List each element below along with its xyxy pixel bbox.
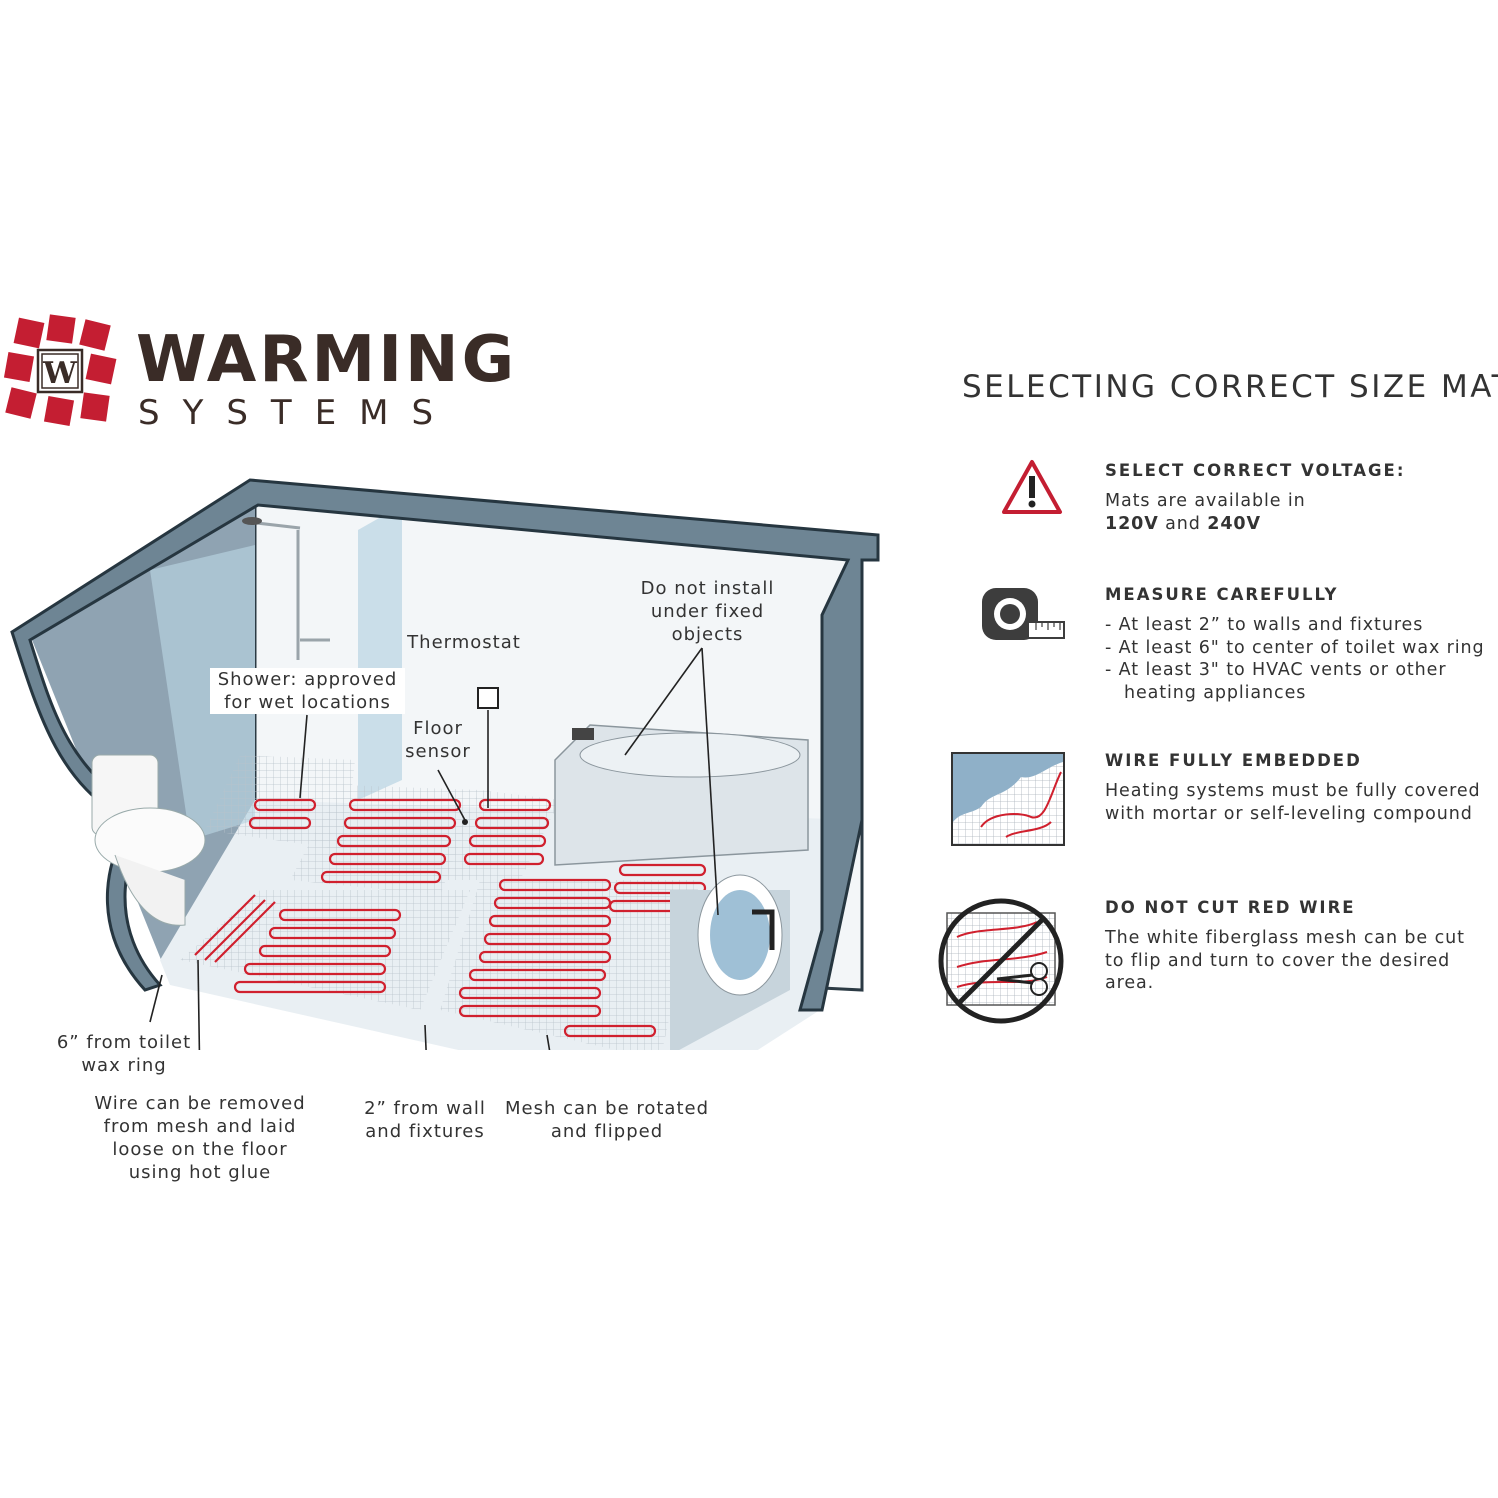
voltage-240: 240V xyxy=(1207,513,1261,534)
info-embedded-heading: WIRE FULLY EMBEDDED xyxy=(1105,751,1362,770)
brand-subtitle: SYSTEMS xyxy=(138,393,457,433)
warning-triangle-icon xyxy=(1002,460,1062,514)
embedded-wire-icon xyxy=(951,752,1065,846)
brand-logo-letter: W xyxy=(42,356,78,391)
tape-measure-icon xyxy=(982,588,1065,640)
callout-toilet-distance: 6” from toilet wax ring xyxy=(56,1032,192,1076)
callout-wire-removed: Wire can be removed from mesh and laid l… xyxy=(94,1093,306,1183)
leader-lines xyxy=(149,647,719,1050)
callout-do-not-install: Do not install under fixed objects xyxy=(640,578,775,645)
page-title: SELECTING CORRECT SIZE MAT xyxy=(962,369,1498,405)
callout-shower: Shower: approved for wet locations xyxy=(210,668,405,714)
info-cut-body: The white fiberglass mesh can be cut to … xyxy=(1105,928,1465,993)
brand-name: WARMING xyxy=(136,323,518,397)
no-cut-icon xyxy=(938,898,1064,1024)
bathroom-diagram xyxy=(10,478,880,1050)
info-voltage-heading: SELECT CORRECT VOLTAGE: xyxy=(1105,461,1406,480)
callout-floor-sensor: Floor sensor xyxy=(405,718,471,762)
info-embedded-body: Heating systems must be fully covered wi… xyxy=(1105,781,1481,824)
info-cut-heading: DO NOT CUT RED WIRE xyxy=(1105,898,1356,917)
info-voltage-body: Mats are available in 120V and 240V xyxy=(1105,491,1306,534)
shower-screen xyxy=(358,505,402,800)
info-measure-body: - At least 2” to walls and fixtures - At… xyxy=(1105,615,1485,703)
callout-mesh-rotated: Mesh can be rotated and flipped xyxy=(504,1098,710,1142)
heating-mats xyxy=(180,785,707,1050)
callout-wall-distance: 2” from wall and fixtures xyxy=(364,1098,486,1142)
callout-thermostat: Thermostat xyxy=(407,632,521,653)
shower-floor-mesh xyxy=(205,755,355,850)
shower-glass xyxy=(150,545,255,840)
thermostat-box xyxy=(477,687,499,709)
voltage-120: 120V xyxy=(1105,513,1159,534)
brand-logo-icon: W xyxy=(3,314,117,427)
info-measure-heading: MEASURE CAREFULLY xyxy=(1105,585,1339,604)
toilet-fixture xyxy=(91,754,206,926)
